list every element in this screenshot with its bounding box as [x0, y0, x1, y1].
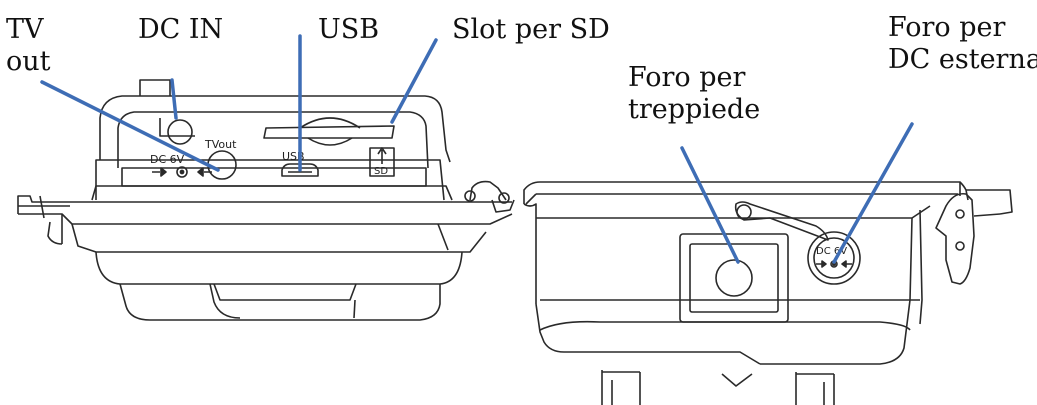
- callout-tv-out: TV out: [6, 14, 51, 78]
- callout-tripod-line1: Foro per: [628, 62, 746, 93]
- pointer-tv-out: [40, 80, 220, 172]
- callout-usb: USB: [318, 14, 380, 45]
- callout-dc-ext-line1: Foro per: [888, 12, 1006, 43]
- pointer-dc-ext: [832, 122, 914, 264]
- usb-port: [281, 163, 319, 177]
- callout-dc-ext-line2: DC esterna: [888, 44, 1037, 75]
- tv-out-port: [207, 150, 237, 180]
- pointer-sd-slot: [390, 38, 438, 124]
- label-dc-6v: DC 6V: [150, 153, 185, 166]
- ports-panel: [152, 117, 395, 180]
- sd-slot: [263, 125, 395, 139]
- callout-tripod-line2: treppiede: [628, 94, 761, 125]
- callout-tv-out-line2: out: [6, 46, 51, 77]
- label-sd: SD: [374, 166, 388, 177]
- pointer-dc-in: [170, 78, 178, 120]
- callout-sd-slot: Slot per SD: [452, 14, 610, 45]
- callout-tripod: Foro per treppiede: [628, 62, 760, 126]
- tripod-mount: [679, 233, 789, 323]
- label-dc-6v-ext: DC 6V: [816, 246, 847, 257]
- tripod-hole: [715, 259, 753, 297]
- callout-dc-ext: Foro per DC esterna: [888, 12, 1037, 76]
- callout-dc-in: DC IN: [138, 14, 224, 45]
- external-dc-port: [734, 201, 861, 285]
- camera-front-lid: [17, 79, 515, 321]
- label-tvout: TVout: [204, 138, 237, 151]
- camera-back-body: [523, 181, 969, 405]
- right-latch: [935, 182, 1013, 285]
- pointer-tripod: [680, 146, 740, 264]
- dc-in-port: [167, 119, 193, 145]
- callout-tv-out-line1: TV: [6, 14, 44, 45]
- pointer-lines: [40, 34, 914, 264]
